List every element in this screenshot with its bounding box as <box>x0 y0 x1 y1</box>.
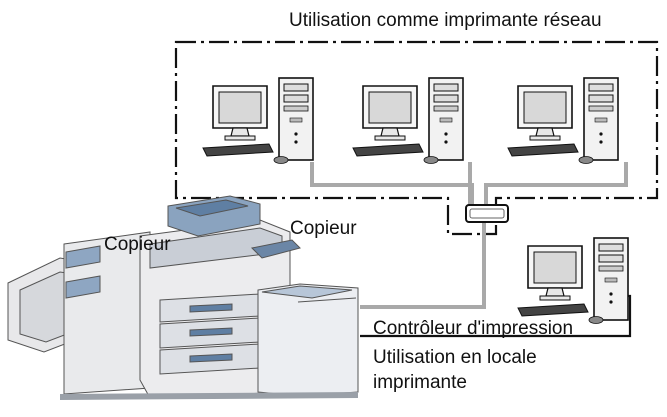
desktop-computer-icon <box>517 237 629 325</box>
desktop-computer-icon <box>202 77 314 165</box>
network-boundary <box>174 40 659 236</box>
desktop-computer-icon <box>352 77 464 165</box>
network-printer-label: Utilisation comme imprimante réseau <box>289 10 602 31</box>
desktop-computer-icon <box>507 77 619 165</box>
local-use-label-line2: imprimante <box>373 372 467 393</box>
copier-label: Copieur <box>290 218 357 239</box>
computer-local <box>517 237 629 325</box>
network-cables <box>310 162 628 309</box>
network-hub-icon <box>465 204 509 223</box>
computer-1 <box>202 77 314 165</box>
computer-3 <box>507 77 619 165</box>
local-use-label-line1: Utilisation en locale <box>373 347 537 368</box>
print-controller-label: Contrôleur d'impression <box>373 318 574 339</box>
copier-machine-icon <box>7 195 359 400</box>
copier-label-overlap: Copieur <box>104 234 171 255</box>
computer-2 <box>352 77 464 165</box>
